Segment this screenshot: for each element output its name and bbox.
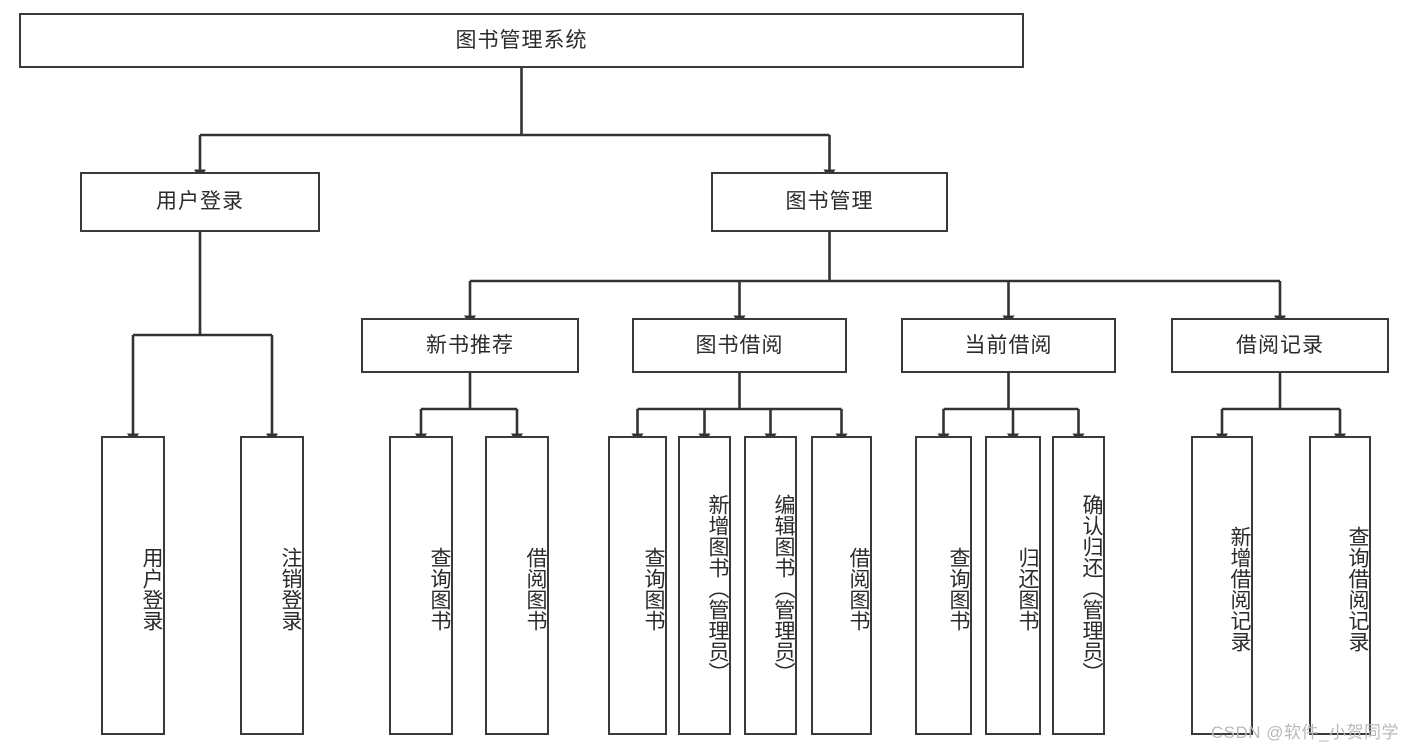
node-label: 新增图书（管理员） [706, 494, 729, 683]
node-book-management-module[interactable]: 图书管理 [711, 172, 948, 232]
node-book-borrow[interactable]: 图书借阅 [632, 318, 847, 373]
edge-paths [127, 68, 1346, 444]
csdn-watermark: CSDN @软件_小贺同学 [1210, 723, 1399, 742]
leaf-newbook-borrow-book[interactable]: 借阅图书 [485, 436, 549, 735]
leaf-current-return-book[interactable]: 归还图书 [985, 436, 1041, 735]
node-label: 用户登录 [156, 190, 244, 214]
node-user-login-module[interactable]: 用户登录 [80, 172, 320, 232]
node-label: 查询图书 [428, 546, 451, 631]
leaf-user-logout[interactable]: 注销登录 [240, 436, 304, 735]
node-label: 查询图书 [642, 546, 665, 631]
node-current-borrow[interactable]: 当前借阅 [901, 318, 1116, 373]
node-label: 确认归还（管理员） [1080, 494, 1103, 683]
node-label: 图书借阅 [695, 333, 784, 357]
node-borrow-record[interactable]: 借阅记录 [1171, 318, 1389, 373]
node-label: 用户登录 [140, 546, 163, 631]
leaf-current-confirm-return-admin[interactable]: 确认归还（管理员） [1052, 436, 1105, 735]
node-new-book-recommend[interactable]: 新书推荐 [361, 318, 579, 373]
node-label: 借阅图书 [524, 546, 547, 631]
leaf-borrow-lend-book[interactable]: 借阅图书 [811, 436, 872, 735]
node-root[interactable]: 图书管理系统 [19, 13, 1024, 68]
node-label: 新书推荐 [426, 333, 514, 357]
node-label: 编辑图书（管理员） [772, 494, 795, 683]
leaf-borrow-add-book-admin[interactable]: 新增图书（管理员） [678, 436, 731, 735]
node-label: 当前借阅 [964, 333, 1053, 357]
node-label: 注销登录 [279, 546, 302, 631]
leaf-borrow-query-book[interactable]: 查询图书 [608, 436, 667, 735]
node-label: 归还图书 [1016, 546, 1039, 631]
node-label: 查询借阅记录 [1346, 525, 1369, 652]
leaf-record-add-borrow-record[interactable]: 新增借阅记录 [1191, 436, 1253, 735]
node-label: 借阅记录 [1236, 333, 1324, 357]
leaf-borrow-edit-book-admin[interactable]: 编辑图书（管理员） [744, 436, 797, 735]
node-label: 新增借阅记录 [1228, 525, 1251, 652]
leaf-record-query-borrow-record[interactable]: 查询借阅记录 [1309, 436, 1371, 735]
node-label: 图书管理 [785, 190, 874, 214]
leaf-user-login[interactable]: 用户登录 [101, 436, 165, 735]
node-label: 查询图书 [947, 546, 970, 631]
leaf-current-query-book[interactable]: 查询图书 [915, 436, 972, 735]
node-label: 图书管理系统 [455, 28, 588, 52]
leaf-newbook-query-book[interactable]: 查询图书 [389, 436, 453, 735]
node-label: 借阅图书 [847, 546, 870, 631]
